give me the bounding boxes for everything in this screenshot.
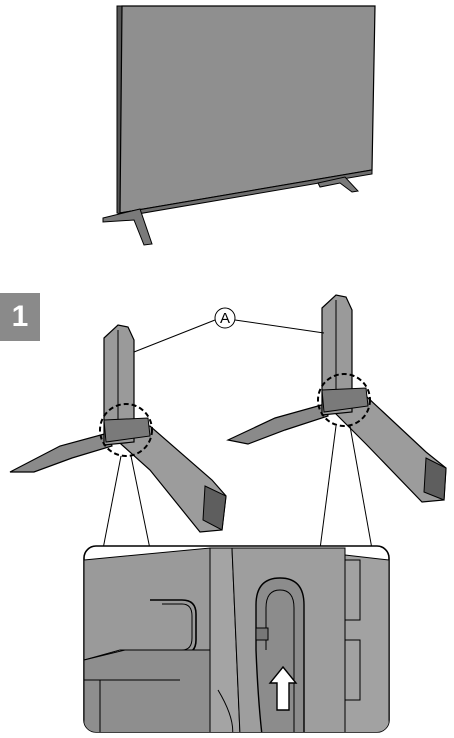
tv-left-stand: [102, 208, 153, 246]
arrow-up-icon: [268, 665, 298, 711]
step-number-badge: 1: [0, 293, 40, 341]
zoom-line-left-2: [130, 455, 151, 550]
tv-right-stand: [317, 176, 359, 193]
left-stand-neck-block: [103, 417, 151, 443]
step-number: 1: [11, 300, 29, 333]
right-stand-foot: [423, 457, 447, 501]
right-magnifier-circle: [317, 373, 371, 427]
zoom-line-right-1: [319, 425, 337, 550]
detail-inset: [83, 545, 390, 733]
right-stand-base-back: [226, 403, 329, 445]
zoom-line-left-1: [102, 455, 122, 550]
right-stand-neck-block: [321, 387, 369, 413]
detail-right-tabs: [344, 554, 389, 732]
zoom-line-right-2: [349, 425, 373, 550]
right-stand-part: [226, 294, 447, 503]
left-stand-base-back: [9, 432, 113, 473]
left-magnifier-circle: [99, 403, 153, 457]
callout-a: A: [133, 307, 325, 353]
left-stand-foot: [202, 485, 227, 531]
callout-a-label: A: [220, 310, 230, 327]
detail-keyhole-slot: [255, 577, 305, 732]
detail-lower-block: [84, 649, 211, 732]
tv-illustration: [102, 5, 376, 246]
detail-slot-tab: [255, 627, 269, 641]
left-stand-part: [9, 324, 227, 533]
detail-center-post: [209, 547, 241, 732]
